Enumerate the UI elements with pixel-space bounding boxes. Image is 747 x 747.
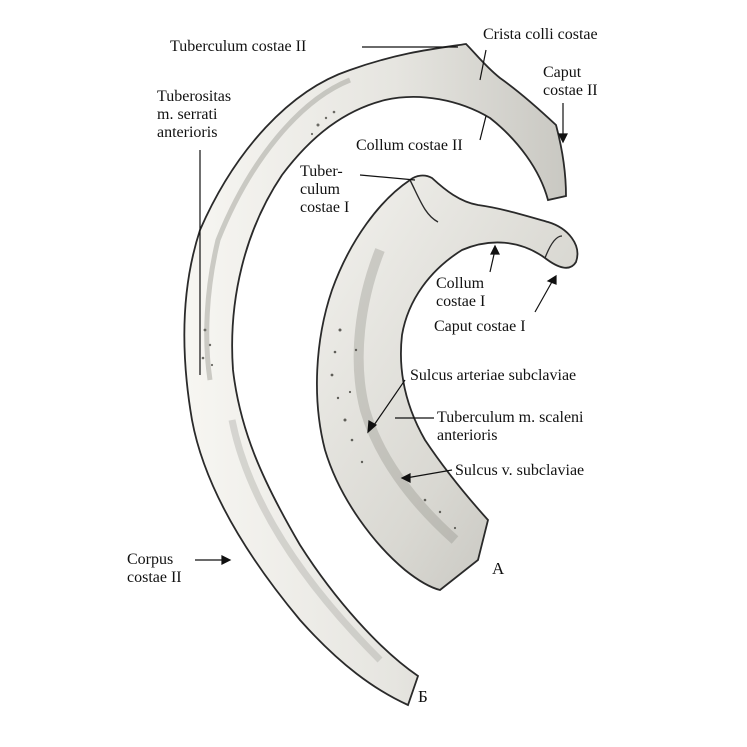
second-rib-body — [183, 43, 567, 707]
second-rib-lower-shade — [228, 419, 383, 663]
label-tuberositas-serrati: Tuberositas m. serrati anterioris — [157, 88, 232, 141]
label-caput-costae-1: Caput costae I — [434, 318, 526, 335]
label-sulcus-arteriae-subclaviae: Sulcus arteriae subclaviae — [410, 367, 577, 384]
subclavian-groove-shade — [353, 248, 459, 544]
label-caput-costae-2: Caput costae II — [543, 64, 598, 99]
first-rib — [316, 174, 579, 591]
first-rib-texture — [330, 328, 457, 530]
second-rib — [183, 43, 567, 707]
first-rib-body — [316, 174, 579, 591]
figure-letter-b: Б — [418, 687, 428, 706]
second-rib-crest-shade — [204, 77, 351, 381]
label-sulcus-venae-subclaviae: Sulcus v. subclaviae — [455, 462, 585, 479]
serratus-tuberosity-texture — [201, 110, 336, 367]
label-collum-costae-1: Collum costae I — [436, 275, 486, 310]
first-rib-head-edge — [544, 235, 563, 259]
label-tuberculum-scaleni: Tuberculum m. scaleni anterioris — [437, 409, 584, 444]
first-rib-tubercle-edge — [409, 179, 439, 223]
leader-lines — [195, 46, 568, 565]
label-collum-costae-2: Collum costae II — [356, 137, 463, 154]
label-corpus-costae-2: Corpus costae II — [127, 551, 182, 586]
figure-letter-a: А — [492, 559, 505, 578]
label-crista-colli-costae: Crista colli costae — [483, 26, 598, 43]
label-tuberculum-costae-1: Tuber- culum costae I — [300, 163, 350, 216]
label-tuberculum-costae-2: Tuberculum costae II — [170, 38, 307, 55]
